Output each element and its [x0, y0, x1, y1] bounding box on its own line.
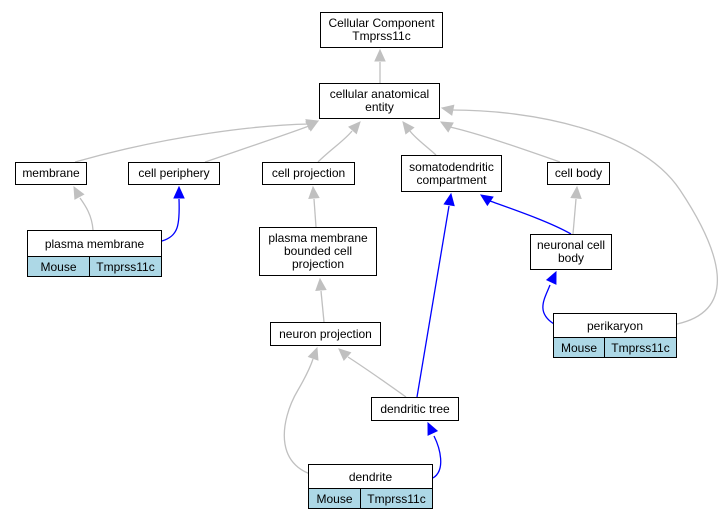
edge-cell_projection-cae — [317, 130, 353, 163]
arrowhead-plasma_membrane-cell_periphery — [173, 185, 185, 199]
node-dendrite[interactable]: dendrite Mouse Tmprss11c — [308, 464, 433, 509]
node-membrane[interactable]: membrane — [15, 162, 87, 185]
arrowhead-neuronal_cell_body-somatodendritic — [479, 194, 494, 207]
arrowhead-dendritic_tree-neuron_projection — [338, 348, 352, 361]
edge-neuronal_cell_body-cell_body — [572, 198, 577, 235]
arrowhead-cell_body-cae — [439, 121, 454, 133]
annotation-source: Mouse — [316, 491, 353, 506]
edge-dendrite-dendritic_tree — [432, 435, 442, 479]
annotation-gene: Tmprss11c — [604, 338, 676, 357]
arrowhead-dendrite-neuron_projection — [307, 346, 319, 361]
arrowhead-perikaryon-cae — [440, 104, 455, 116]
node-root[interactable]: Cellular Component Tmprss11c — [320, 12, 443, 48]
edge-plasma_membrane-membrane — [79, 197, 94, 231]
annotation-source: Mouse — [560, 340, 598, 355]
arrowhead-cae-root — [374, 48, 386, 62]
arrowhead-neuron_projection-pm_bounded — [315, 277, 327, 291]
node-label: dendrite — [309, 465, 432, 489]
arrowhead-somatodendritic-cae — [402, 121, 415, 135]
arrowhead-cell_projection-cae — [348, 121, 361, 135]
arrowhead-neuronal_cell_body-cell_body — [570, 185, 582, 199]
node-cellular-anatomical-entity[interactable]: cellular anatomical entity — [319, 83, 440, 119]
node-label: plasma membrane — [28, 231, 161, 257]
edge-perikaryon-cae — [451, 109, 719, 325]
annotation-source: Mouse — [40, 259, 77, 274]
annotation-gene: Tmprss11c — [89, 257, 161, 276]
edge-dendrite-neuron_projection — [283, 358, 333, 479]
edge-somatodendritic-cae — [409, 130, 437, 156]
edge-plasma_membrane-cell_periphery — [161, 198, 180, 242]
arrowhead-plasma_membrane-membrane — [73, 185, 85, 200]
annotation-gene: Tmprss11c — [360, 489, 432, 508]
node-plasma-membrane[interactable]: plasma membrane Mouse Tmprss11c — [27, 230, 162, 277]
node-plasma-membrane-bounded-cell-projection[interactable]: plasma membrane bounded cell projection — [259, 227, 377, 276]
edge-cell_body-cae — [449, 126, 561, 163]
node-neuronal-cell-body[interactable]: neuronal cell body — [530, 234, 612, 270]
node-somatodendritic-compartment[interactable]: somatodendritic compartment — [401, 155, 502, 192]
annotation-row: Mouse Tmprss11c — [28, 257, 161, 276]
edge-perikaryon-neuronal_cell_body — [542, 284, 555, 325]
arrowhead-cell_periphery-cae — [305, 120, 320, 132]
arrowhead-pm_bounded-cell_projection — [308, 185, 320, 199]
edge-dendritic_tree-neuron_projection — [347, 356, 407, 398]
node-neuron-projection[interactable]: neuron projection — [270, 322, 381, 346]
node-label: perikaryon — [554, 314, 676, 338]
node-cell-body[interactable]: cell body — [547, 162, 610, 185]
edge-neuron_projection-pm_bounded — [320, 290, 325, 323]
node-perikaryon[interactable]: perikaryon Mouse Tmprss11c — [553, 313, 677, 358]
annotation-row: Mouse Tmprss11c — [309, 489, 432, 508]
edge-membrane-cae — [74, 123, 310, 163]
arrowhead-dendritic_tree-somatodendritic — [443, 192, 455, 207]
node-cell-projection[interactable]: cell projection — [262, 162, 355, 185]
edge-neuronal_cell_body-somatodendritic — [489, 200, 572, 235]
node-cell-periphery[interactable]: cell periphery — [128, 162, 220, 185]
edge-pm_bounded-cell_projection — [313, 198, 317, 228]
annotation-row: Mouse Tmprss11c — [554, 338, 676, 357]
arrowhead-perikaryon-neuronal_cell_body — [545, 270, 557, 285]
edge-dendritic_tree-somatodendritic — [416, 205, 450, 398]
node-dendritic-tree[interactable]: dendritic tree — [371, 397, 459, 421]
arrowhead-dendrite-dendritic_tree — [427, 421, 439, 436]
edge-cell_periphery-cae — [204, 125, 310, 163]
